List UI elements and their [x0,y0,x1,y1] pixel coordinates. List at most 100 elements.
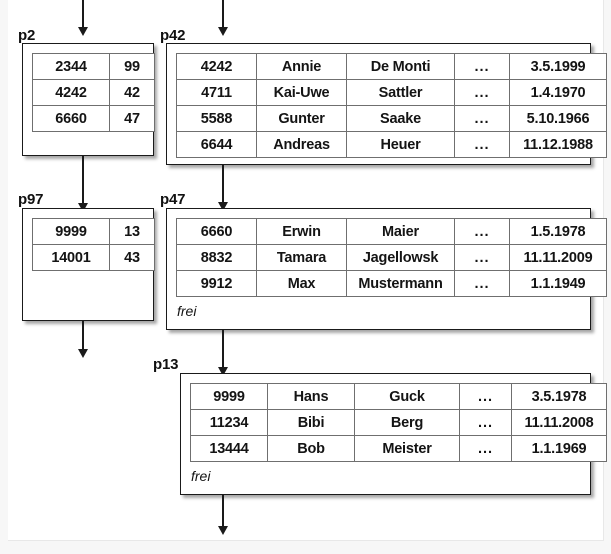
table-row[interactable]: 6644 Andreas Heuer ... 11.12.1988 [176,131,607,158]
record-first-name: Bob [267,435,355,462]
record-first-name: Gunter [256,105,347,132]
free-space-label-p13: frei [191,468,211,484]
arrow-shaft [222,0,224,27]
record-last-name: Meister [354,435,460,462]
record-first-name: Andreas [256,131,347,158]
table-row[interactable]: 9999 13 [32,218,155,245]
table-row[interactable]: 6660 47 [32,105,155,132]
record-more: ... [459,409,512,436]
index-pointer: 47 [109,105,155,132]
arrow-shaft [222,495,224,526]
arrow-into-p42 [213,0,233,36]
table-row[interactable]: 11234 Bibi Berg ... 11.11.2008 [190,409,607,436]
table-row[interactable]: 4242 42 [32,79,155,106]
arrow-shaft [82,321,84,349]
index-pointer: 13 [109,218,155,245]
record-last-name: Guck [354,383,460,410]
record-more: ... [454,131,510,158]
index-pointer: 42 [109,79,155,106]
record-id: 8832 [176,244,257,271]
page-label-p2: p2 [18,27,36,44]
record-first-name: Bibi [267,409,355,436]
record-id: 4711 [176,79,257,106]
record-id: 6644 [176,131,257,158]
table-row[interactable]: 6660 Erwin Maier ... 1.5.1978 [176,218,607,245]
record-id: 9999 [190,383,268,410]
index-pointer: 43 [109,244,155,271]
record-first-name: Max [256,270,347,297]
record-date: 1.1.1949 [509,270,607,297]
record-more: ... [454,244,510,271]
arrow-head-icon [78,203,88,212]
page-label-p42: p42 [160,27,186,44]
arrow-p97-out [73,321,93,358]
index-key: 2344 [32,53,110,80]
record-first-name: Erwin [256,218,347,245]
table-row[interactable]: 9999 Hans Guck ... 3.5.1978 [190,383,607,410]
record-date: 1.4.1970 [509,79,607,106]
arrow-head-icon [218,27,228,36]
record-last-name: De Monti [346,53,455,80]
record-date: 3.5.1978 [511,383,607,410]
table-row[interactable]: 13444 Bob Meister ... 1.1.1969 [190,435,607,462]
index-key: 9999 [32,218,110,245]
record-date: 1.1.1969 [511,435,607,462]
record-date: 3.5.1999 [509,53,607,80]
arrow-head-icon [78,27,88,36]
record-date: 11.11.2008 [511,409,607,436]
record-id: 9912 [176,270,257,297]
arrow-shaft [222,330,224,367]
table-row[interactable]: 14001 43 [32,244,155,271]
free-space-label-p47: frei [177,303,197,319]
arrow-shaft [222,165,224,202]
arrow-into-p2 [73,0,93,36]
record-id: 11234 [190,409,268,436]
record-date: 1.5.1978 [509,218,607,245]
record-id: 5588 [176,105,257,132]
arrow-p42-to-p47 [213,165,233,211]
arrow-head-icon [78,349,88,358]
data-table-p13: 9999 Hans Guck ... 3.5.1978 11234 Bibi B… [190,383,607,462]
arrow-p47-to-p13 [213,330,233,376]
table-row[interactable]: 4242 Annie De Monti ... 3.5.1999 [176,53,607,80]
arrow-head-icon [218,367,228,376]
record-last-name: Jagellowsk [346,244,455,271]
record-last-name: Saake [346,105,455,132]
arrow-shaft [82,156,84,203]
record-last-name: Heuer [346,131,455,158]
table-row[interactable]: 8832 Tamara Jagellowsk ... 11.11.2009 [176,244,607,271]
data-table-p42: 4242 Annie De Monti ... 3.5.1999 4711 Ka… [176,53,607,158]
arrow-shaft [82,0,84,27]
record-date: 5.10.1966 [509,105,607,132]
table-row[interactable]: 2344 99 [32,53,155,80]
record-more: ... [454,218,510,245]
table-row[interactable]: 9912 Max Mustermann ... 1.1.1949 [176,270,607,297]
page-label-p13: p13 [153,356,179,373]
diagram-canvas: p2 2344 99 4242 42 6660 47 p97 9999 13 1… [8,0,607,541]
record-last-name: Berg [354,409,460,436]
record-more: ... [454,270,510,297]
table-row[interactable]: 5588 Gunter Saake ... 5.10.1966 [176,105,607,132]
record-date: 11.11.2009 [509,244,607,271]
record-first-name: Kai-Uwe [256,79,347,106]
record-last-name: Mustermann [346,270,455,297]
record-more: ... [454,53,510,80]
arrow-head-icon [218,526,228,535]
record-id: 4242 [176,53,257,80]
record-last-name: Maier [346,218,455,245]
arrow-p13-out [213,495,233,535]
page-label-p47: p47 [160,191,186,208]
record-first-name: Annie [256,53,347,80]
record-date: 11.12.1988 [509,131,607,158]
record-more: ... [454,79,510,106]
table-row[interactable]: 4711 Kai-Uwe Sattler ... 1.4.1970 [176,79,607,106]
record-id: 13444 [190,435,268,462]
arrow-head-icon [218,202,228,211]
record-first-name: Hans [267,383,355,410]
record-last-name: Sattler [346,79,455,106]
record-first-name: Tamara [256,244,347,271]
arrow-p2-to-p97 [73,156,93,212]
data-table-p47: 6660 Erwin Maier ... 1.5.1978 8832 Tamar… [176,218,607,297]
record-more: ... [459,435,512,462]
index-key: 6660 [32,105,110,132]
